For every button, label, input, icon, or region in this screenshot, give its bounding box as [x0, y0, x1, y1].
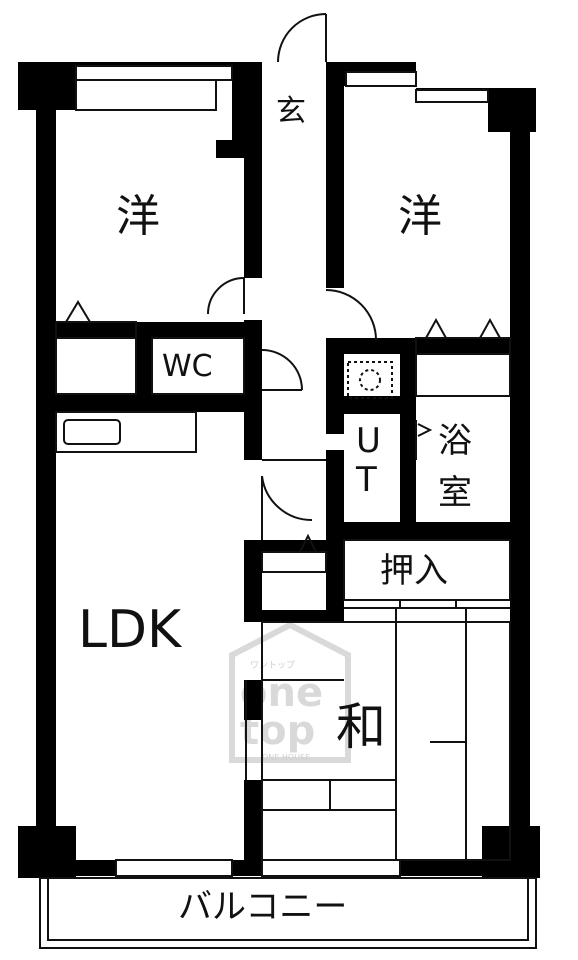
room-label-bath-line1: 浴 [438, 421, 472, 461]
room-label-balcony: バルコニー [178, 887, 348, 927]
interior-walls [56, 62, 516, 860]
room-label-western-right: 洋 [398, 191, 442, 242]
room-label-japanese: 和 [336, 698, 386, 756]
exterior-walls [18, 62, 540, 878]
room-label-bath-line2: 室 [438, 473, 472, 513]
room-label-entrance: 玄 [276, 94, 306, 129]
watermark-caption: ONE HOUSE [262, 753, 310, 762]
room-label-ldk: LDK [78, 600, 182, 660]
room-label-western-left: 洋 [116, 191, 160, 242]
windows [75, 65, 489, 877]
watermark-kana: ワントップ [250, 660, 295, 671]
room-label-toilet: WC [162, 349, 213, 384]
thin-lines [39, 13, 537, 949]
room-label-utility: UT [356, 421, 381, 501]
room-label-closet: 押入 [380, 551, 448, 591]
